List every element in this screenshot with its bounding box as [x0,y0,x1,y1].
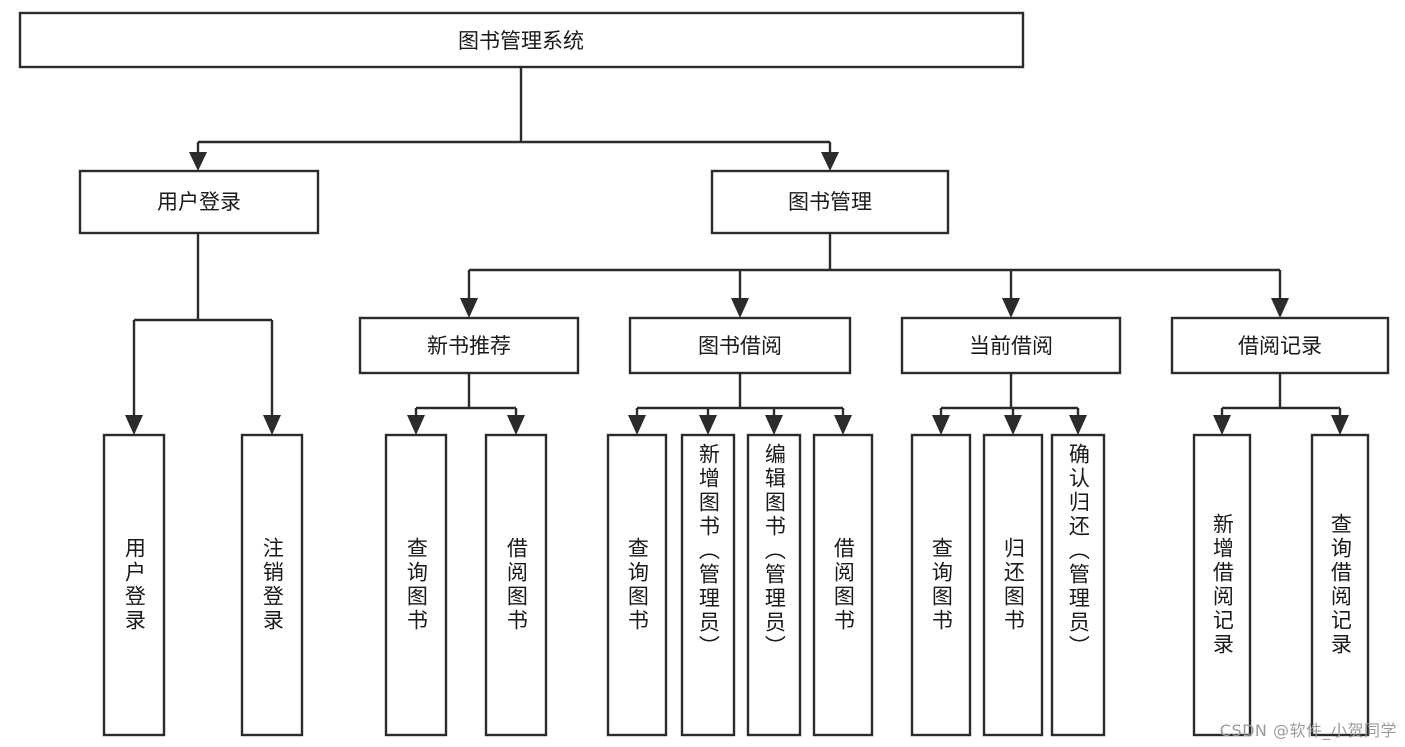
node-leaf-confirm-return-box[interactable] [1050,433,1106,737]
arrow-head-leaf-add-record [1213,415,1231,435]
arrow-head-leaf-borrow-book-1 [507,415,525,435]
node-current-borrow-box [900,316,1122,375]
csdn-watermark: CSDN @软件_小贺同学 [1219,721,1397,740]
arrow-head-leaf-query-record [1331,415,1349,435]
connector-user-login-to-leaves [132,233,274,420]
connector-book-manage-to-level3 [467,233,1282,302]
node-book-borrow-box [628,316,852,375]
arrow-head-borrow-record [1271,298,1289,318]
node-book-manage-label: 图书管理 [788,190,872,214]
node-leaf-query-book-2-box[interactable] [606,433,668,737]
node-root-box [18,11,1025,69]
node-root-label: 图书管理系统 [458,29,584,53]
node-leaf-borrow-book-1-box[interactable] [484,433,548,737]
node-new-book-recommend-label: 新书推荐 [427,334,511,358]
node-layer: 图书管理系统 用户登录 图书管理 新书推荐 图书借阅 [18,11,1390,737]
arrow-head-book-manage [821,152,839,171]
node-book-borrow[interactable]: 图书借阅 [628,316,852,375]
node-leaf-query-book-1-box[interactable] [384,433,448,737]
connector-layer [125,67,1349,435]
node-leaf-borrow-book-2-box[interactable] [812,433,874,737]
node-user-login-box [78,169,320,235]
node-current-borrow-label: 当前借阅 [969,334,1053,358]
node-book-borrow-label: 图书借阅 [698,334,782,358]
arrow-head-leaf-edit-book [765,415,783,435]
node-leaf-query-book-3-box[interactable] [910,433,972,737]
arrow-head-book-borrow [731,298,749,318]
node-leaf-edit-book-box[interactable] [746,433,802,737]
node-borrow-record-label: 借阅记录 [1238,334,1322,358]
node-leaf-add-book-box[interactable] [680,433,736,737]
arrow-head-leaf-user-login [125,415,143,435]
node-current-borrow[interactable]: 当前借阅 [900,316,1122,375]
node-user-login[interactable]: 用户登录 [78,169,320,235]
node-leaf-query-record-box[interactable] [1310,433,1370,737]
node-leaf-user-login-box[interactable] [102,433,166,737]
node-new-book-recommend[interactable]: 新书推荐 [358,316,580,375]
arrow-head-leaf-query-book-3 [932,415,950,435]
node-leaf-return-book-box[interactable] [982,433,1044,737]
connector-current-borrow-to-leaves [939,373,1080,420]
arrow-head-leaf-borrow-book-2 [834,415,852,435]
node-user-login-label: 用户登录 [157,190,241,214]
arrow-head-leaf-query-book-2 [628,415,646,435]
arrow-head-leaf-query-book-1 [407,415,425,435]
node-book-manage-box [710,169,950,235]
node-book-manage[interactable]: 图书管理 [710,169,950,235]
connector-borrow-record-to-leaves [1220,373,1342,420]
arrow-head-leaf-add-book [699,415,717,435]
arrow-head-leaf-user-logout [263,415,281,435]
connector-book-borrow-to-leaves [635,373,845,420]
arrow-head-leaf-return-book [1004,415,1022,435]
arrow-head-new-book-recommend [460,298,478,318]
arrow-head-leaf-confirm-return [1069,415,1087,435]
connector-root-to-level2 [196,67,832,157]
arrow-head-current-borrow [1002,298,1020,318]
node-leaf-user-logout-box[interactable] [240,433,304,737]
connector-recommend-to-leaves [414,373,518,420]
node-root[interactable]: 图书管理系统 [18,11,1025,69]
node-borrow-record[interactable]: 借阅记录 [1170,316,1390,375]
arrow-head-user-login [189,152,207,171]
node-borrow-record-box [1170,316,1390,375]
node-leaf-add-record-box[interactable] [1192,433,1252,737]
node-new-book-recommend-box [358,316,580,375]
